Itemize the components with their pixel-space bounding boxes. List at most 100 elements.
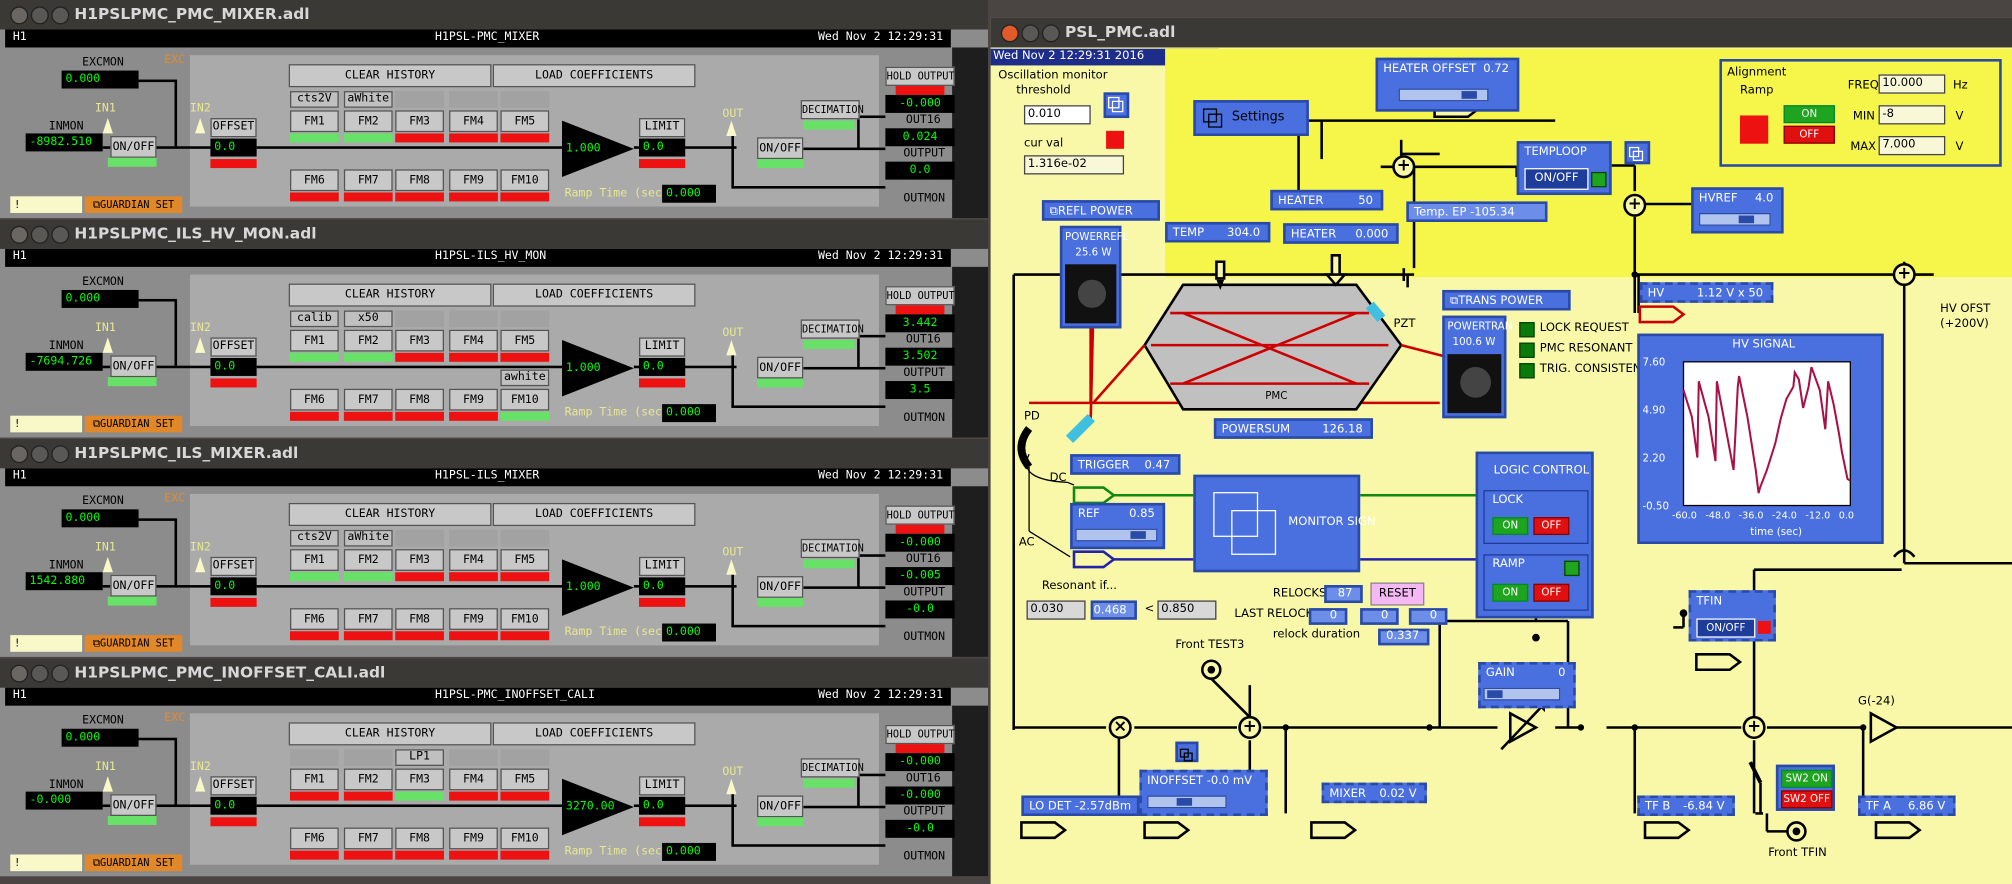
fm2-button[interactable]: FM2	[343, 329, 393, 352]
minimize-icon[interactable]	[30, 664, 49, 683]
fm6-button[interactable]: FM6	[289, 169, 339, 192]
fm4-button[interactable]: FM4	[449, 549, 498, 571]
maximize-icon[interactable]	[51, 664, 70, 683]
offset-button[interactable]: OFFSET	[210, 337, 257, 357]
inoffset-settings-button[interactable]	[1175, 741, 1199, 763]
fm1-button[interactable]: FM1	[289, 768, 339, 791]
fm10-button[interactable]: FM10	[500, 827, 550, 850]
load-coefficients-button[interactable]: LOAD COEFFICIENTS	[492, 64, 696, 88]
input-onoff-button[interactable]: ON/OFF	[110, 136, 157, 158]
offset-button[interactable]: OFFSET	[210, 776, 257, 796]
min-input[interactable]: -8	[1878, 105, 1946, 125]
clear-history-button[interactable]: CLEAR HISTORY	[288, 502, 492, 527]
inoffset-slider[interactable]	[1147, 795, 1227, 809]
fm9-button[interactable]: FM9	[449, 388, 498, 411]
minimize-icon[interactable]	[30, 445, 49, 464]
minimize-icon[interactable]	[30, 6, 49, 25]
fm7-button[interactable]: FM7	[343, 608, 393, 630]
alignment-off-button[interactable]: OFF	[1783, 125, 1835, 144]
fm9-button[interactable]: FM9	[449, 169, 498, 192]
hvref-slider[interactable]	[1698, 212, 1771, 226]
fm3-button[interactable]: FM3	[395, 768, 444, 791]
fm7-button[interactable]: FM7	[343, 388, 393, 411]
offset-button[interactable]: OFFSET	[210, 118, 257, 138]
guardian-set-button[interactable]: ⧉GUARDIAN SET	[84, 635, 183, 652]
fm2-button[interactable]: FM2	[343, 768, 393, 791]
input-onoff-button[interactable]: ON/OFF	[110, 574, 157, 597]
sw2-off-button[interactable]: SW2 OFF	[1781, 790, 1833, 809]
osc-settings-button[interactable]	[1103, 92, 1130, 119]
clear-history-button[interactable]: CLEAR HISTORY	[288, 283, 492, 307]
guardian-set-button[interactable]: ⧉GUARDIAN SET	[84, 415, 183, 433]
close-icon[interactable]	[10, 6, 29, 25]
fm1-button[interactable]: FM1	[289, 110, 339, 133]
tfin-onoff-button[interactable]: ON/OFF	[1696, 618, 1756, 638]
fm10-button[interactable]: FM10	[500, 169, 550, 192]
gain-slider[interactable]	[1483, 687, 1561, 701]
limit-button[interactable]: LIMIT	[639, 337, 686, 357]
clear-history-button[interactable]: CLEAR HISTORY	[288, 64, 492, 88]
maximize-icon[interactable]	[51, 225, 70, 244]
close-icon[interactable]	[10, 225, 29, 244]
decimation-button[interactable]: DECIMATION	[800, 100, 864, 120]
decimation-button[interactable]: DECIMATION	[800, 538, 864, 559]
fm10-button[interactable]: FM10	[500, 608, 550, 630]
settings-button[interactable]: Settings	[1193, 100, 1309, 137]
limit-button[interactable]: LIMIT	[639, 776, 686, 796]
fm9-button[interactable]: FM9	[449, 608, 498, 630]
ref-slider[interactable]	[1075, 528, 1158, 542]
hold-output-button[interactable]: HOLD OUTPUT	[885, 66, 955, 86]
maximize-icon[interactable]	[51, 445, 70, 464]
heater-offset-slider[interactable]	[1398, 88, 1489, 102]
temploop-onoff-button[interactable]: ON/OFF	[1524, 168, 1589, 190]
freq-input[interactable]: 10.000	[1878, 74, 1946, 94]
fm10-button[interactable]: FM10	[500, 388, 550, 411]
fm8-button[interactable]: FM8	[395, 827, 444, 850]
output-onoff-button[interactable]: ON/OFF	[757, 576, 804, 598]
fm3-button[interactable]: FM3	[395, 549, 444, 571]
load-coefficients-button[interactable]: LOAD COEFFICIENTS	[492, 283, 696, 307]
output-onoff-button[interactable]: ON/OFF	[757, 795, 804, 818]
sw2-on-button[interactable]: SW2 ON	[1781, 769, 1833, 788]
fm4-button[interactable]: FM4	[449, 110, 498, 133]
fm2-button[interactable]: FM2	[343, 110, 393, 133]
fm3-button[interactable]: FM3	[395, 110, 444, 133]
close-icon[interactable]	[1000, 24, 1019, 43]
alignment-on-button[interactable]: ON	[1783, 105, 1835, 124]
fm7-button[interactable]: FM7	[343, 827, 393, 850]
fm7-button[interactable]: FM7	[343, 169, 393, 192]
fm5-button[interactable]: FM5	[500, 768, 550, 791]
limit-button[interactable]: LIMIT	[639, 118, 686, 138]
temploop-settings-button[interactable]	[1624, 141, 1651, 165]
hold-output-button[interactable]: HOLD OUTPUT	[885, 505, 955, 525]
fm6-button[interactable]: FM6	[289, 608, 339, 630]
maximize-icon[interactable]	[51, 6, 70, 25]
fm1-button[interactable]: FM1	[289, 329, 339, 352]
decimation-button[interactable]: DECIMATION	[800, 319, 864, 339]
fm8-button[interactable]: FM8	[395, 388, 444, 411]
output-onoff-button[interactable]: ON/OFF	[757, 356, 804, 379]
threshold-input[interactable]: 0.010	[1023, 105, 1091, 125]
fm9-button[interactable]: FM9	[449, 827, 498, 850]
maximize-icon[interactable]	[1041, 24, 1060, 43]
fm5-button[interactable]: FM5	[500, 549, 550, 571]
limit-button[interactable]: LIMIT	[639, 556, 686, 577]
ramp-off-button[interactable]: OFF	[1533, 583, 1570, 602]
close-icon[interactable]	[10, 445, 29, 464]
minimize-icon[interactable]	[1021, 24, 1040, 43]
fm8-button[interactable]: FM8	[395, 608, 444, 630]
clear-history-button[interactable]: CLEAR HISTORY	[288, 722, 492, 746]
fm3-button[interactable]: FM3	[395, 329, 444, 352]
reset-button[interactable]: RESET	[1370, 582, 1425, 606]
close-icon[interactable]	[10, 664, 29, 683]
load-coefficients-button[interactable]: LOAD COEFFICIENTS	[492, 502, 696, 527]
fm4-button[interactable]: FM4	[449, 329, 498, 352]
fm4-button[interactable]: FM4	[449, 768, 498, 791]
fm5-button[interactable]: FM5	[500, 329, 550, 352]
load-coefficients-button[interactable]: LOAD COEFFICIENTS	[492, 722, 696, 746]
fm6-button[interactable]: FM6	[289, 827, 339, 850]
guardian-set-button[interactable]: ⧉GUARDIAN SET	[84, 196, 183, 213]
refl-power-button[interactable]: ⧉REFL POWER	[1041, 200, 1160, 221]
trans-power-button[interactable]: ⧉TRANS POWER	[1442, 289, 1571, 311]
ramp-on-button[interactable]: ON	[1492, 583, 1529, 602]
